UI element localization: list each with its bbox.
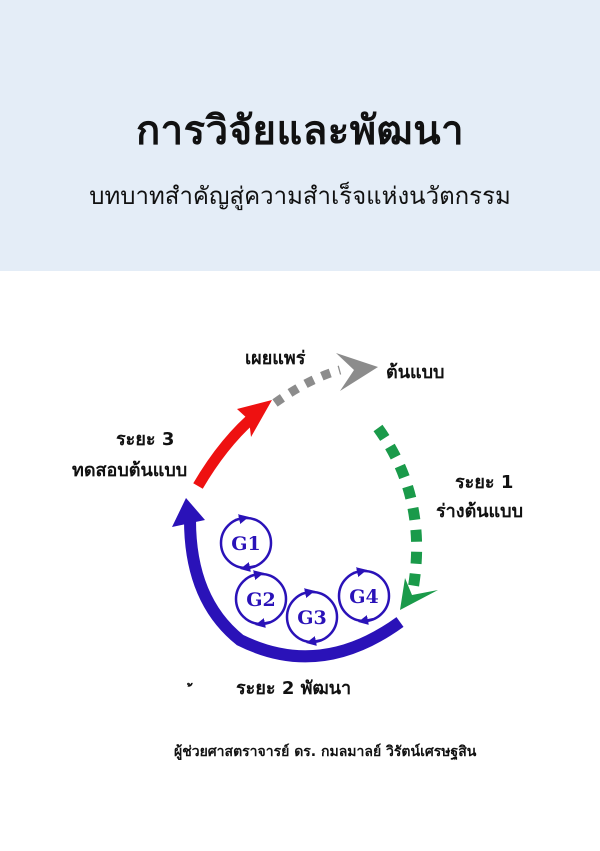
- phase2-arrowhead: [172, 498, 205, 527]
- phase3-arrow: [193, 400, 272, 489]
- cover-subtitle: บทบาทสำคัญสู่ความสำเร็จแห่งนวัตกรรม: [89, 182, 511, 210]
- phase1-arrowhead: [400, 578, 438, 610]
- disseminate-arrow: [272, 353, 378, 407]
- cycle-g4: G4: [337, 567, 391, 625]
- rnd-cycle-diagram: G1 G2 G3 G4: [172, 353, 438, 663]
- phase3-arrowhead: [237, 400, 272, 437]
- phase3-label: ระยะ 3: [116, 429, 175, 450]
- cover-title: การวิจัยและพัฒนา: [135, 108, 465, 154]
- cycle-label-g4: G4: [349, 586, 378, 608]
- cycle-label-g1: G1: [231, 533, 260, 555]
- cycle-g1: G1: [219, 514, 273, 572]
- cycle-g2: G2: [234, 570, 288, 628]
- cycle-label-g3: G3: [297, 607, 326, 629]
- phase1-desc: ร่างต้นแบบ: [436, 501, 524, 522]
- author-name: ผู้ช่วยศาสตราจารย์ ดร. กมลมาลย์ วิรัตน์เ…: [174, 744, 477, 760]
- disseminate-label: เผยแพร่: [245, 348, 306, 369]
- phase1-label: ระยะ 1: [455, 472, 514, 493]
- phase1-arrow: [373, 424, 438, 610]
- phase3-desc: ทดสอบต้นแบบ: [72, 460, 188, 481]
- phase2-arrow: [172, 498, 404, 663]
- cycle-label-g2: G2: [246, 589, 275, 611]
- cover-header: การวิจัยและพัฒนา บทบาทสำคัญสู่ความสำเร็จ…: [0, 0, 600, 271]
- prototype-label: ต้นแบบ: [386, 362, 445, 383]
- phase2-label: ระยะ 2 พัฒนา: [236, 678, 352, 699]
- disseminate-arrowhead: [336, 353, 378, 391]
- cycle-g3: G3: [285, 588, 339, 646]
